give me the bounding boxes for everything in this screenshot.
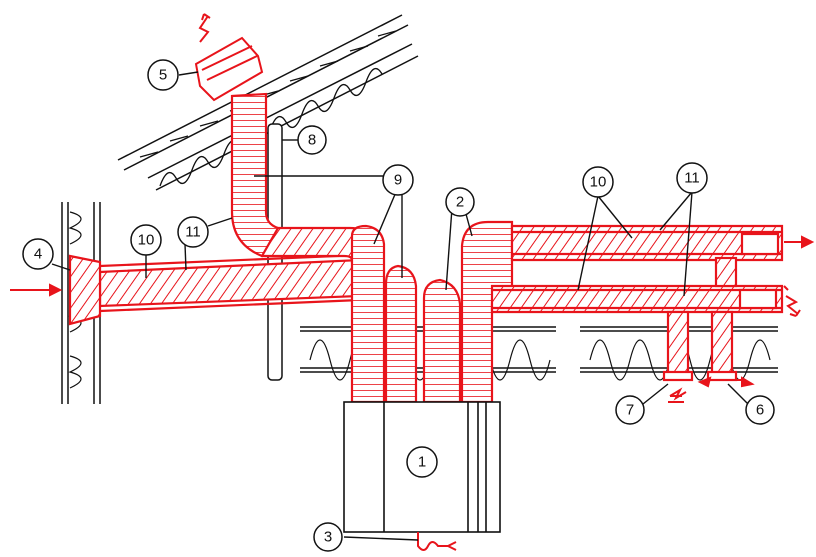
label-4: 4	[22, 238, 54, 270]
svg-text:4: 4	[34, 246, 42, 263]
svg-text:11: 11	[684, 170, 700, 187]
svg-text:5: 5	[159, 67, 167, 84]
inlet-duct-left	[68, 253, 362, 326]
condensate-drain	[417, 532, 457, 551]
label-10-left: 10	[130, 224, 162, 256]
label-10-right: 10	[582, 166, 614, 198]
label-3: 3	[313, 522, 343, 552]
svg-text:3: 3	[324, 529, 332, 546]
right-ducts	[490, 224, 784, 314]
roof-exhaust-cap	[194, 36, 264, 102]
label-7: 7	[615, 395, 645, 425]
label-9: 9	[382, 164, 414, 196]
label-8: 8	[297, 125, 327, 155]
svg-text:10: 10	[138, 232, 155, 249]
svg-text:8: 8	[308, 132, 316, 149]
svg-text:7: 7	[626, 402, 634, 419]
zigzag-arrow-icon	[198, 13, 801, 403]
svg-text:9: 9	[394, 172, 402, 189]
label-5: 5	[147, 59, 179, 91]
svg-text:11: 11	[185, 224, 201, 241]
svg-text:10: 10	[590, 174, 607, 191]
flex-ducts-down	[350, 220, 514, 404]
floor-diffusers	[662, 310, 738, 382]
roof	[117, 14, 419, 191]
label-2: 2	[445, 187, 475, 217]
leader-lines	[51, 71, 749, 541]
label-1: 1	[406, 446, 438, 478]
arrow-icon	[10, 235, 815, 388]
svg-text:6: 6	[756, 402, 764, 419]
svg-text:1: 1	[418, 454, 426, 471]
label-11-right: 11	[676, 162, 708, 194]
label-6: 6	[745, 395, 775, 425]
roof-flex-duct	[230, 92, 280, 258]
label-11-left: 11	[177, 216, 209, 248]
svg-text:2: 2	[456, 194, 464, 211]
